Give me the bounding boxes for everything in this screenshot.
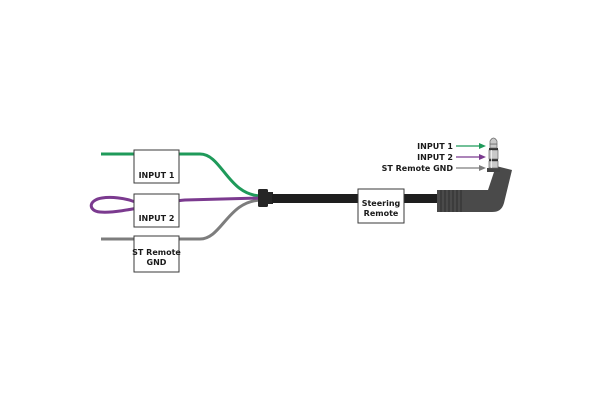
input2-tag-label: INPUT 2 — [139, 214, 175, 223]
st-gnd-tag-line1: ST Remote — [132, 248, 181, 257]
steering-remote-line2: Remote — [364, 209, 399, 218]
input2-tag: INPUT 2 — [133, 193, 180, 228]
plug-body — [437, 166, 512, 212]
callout-input2: INPUT 2 — [417, 153, 486, 162]
input1-tag-label: INPUT 1 — [139, 171, 175, 180]
steering-remote-tag: Steering Remote — [357, 188, 405, 224]
callout-input2-arrowhead — [479, 154, 486, 160]
st-gnd-tag-line2: GND — [147, 258, 167, 267]
green-wire — [101, 152, 263, 198]
strain-relief — [258, 189, 268, 207]
callout-input1-arrowhead — [479, 143, 486, 149]
st-gnd-tag: ST Remote GND — [132, 235, 181, 273]
main-cable — [272, 194, 437, 203]
input1-tag: INPUT 1 — [133, 149, 180, 184]
jack-plug — [487, 137, 500, 172]
callout-input1-label: INPUT 1 — [417, 142, 453, 151]
callout-input1: INPUT 1 — [417, 142, 486, 151]
callout-st-gnd-arrowhead — [479, 165, 486, 171]
gray-wire — [101, 198, 263, 241]
steering-remote-line1: Steering — [362, 199, 401, 208]
callout-st-gnd-label: ST Remote GND — [382, 164, 454, 173]
callout-input2-label: INPUT 2 — [417, 153, 453, 162]
callout-st-gnd: ST Remote GND — [382, 164, 486, 173]
strain-relief-ring — [268, 192, 273, 204]
plug-grip — [440, 190, 462, 212]
